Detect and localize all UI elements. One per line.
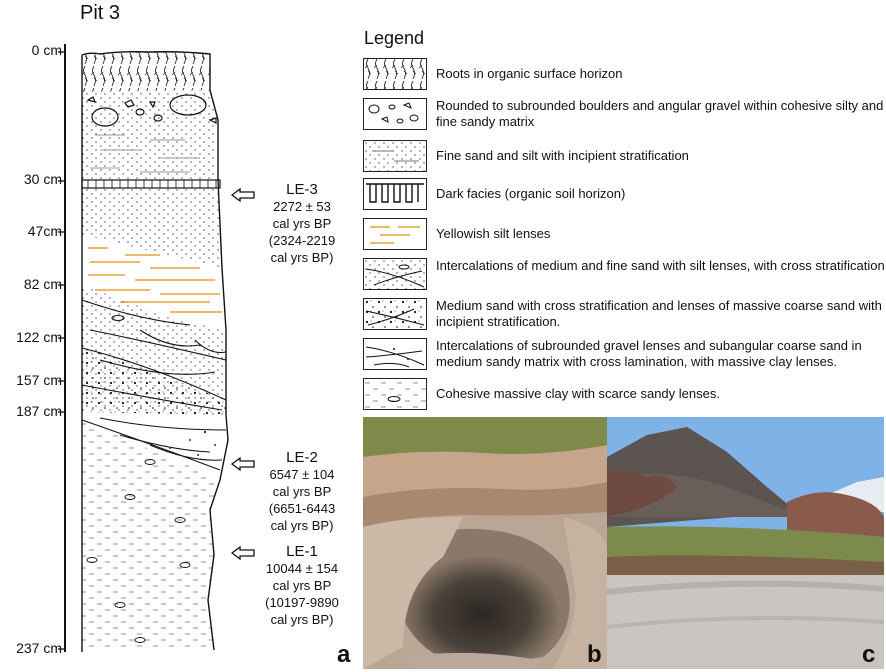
depth-label-122: 122 cm <box>16 329 62 345</box>
legend-text: Cohesive massive clay with scarce sandy … <box>436 386 720 401</box>
sample-date-range-unit: cal yrs BP) <box>270 250 334 265</box>
legend-text: Medium sand with cross stratification an… <box>436 298 882 329</box>
panel-label-a: a <box>337 641 351 668</box>
sample-date-unit: cal yrs BP <box>272 484 332 499</box>
sample-le2: LE-2 6547 ± 104 cal yrs BP (6651-6443 ca… <box>252 449 352 534</box>
legend-title: Legend <box>364 28 425 48</box>
fine-sand-icon <box>363 140 427 172</box>
depth-label-157: 157 cm <box>16 372 62 388</box>
legend-text: Dark facies (organic soil horizon) <box>436 186 626 201</box>
depth-label-237: 237 cm <box>16 640 62 656</box>
legend-text: Rounded to subrounded boulders and angul… <box>436 98 884 129</box>
sample-date-range: (2324-2219 <box>268 233 336 248</box>
photo-pit <box>363 417 607 669</box>
boulders-icon <box>363 98 427 130</box>
depth-label-30: 30 cm <box>23 171 62 187</box>
photo-landscape <box>607 417 884 669</box>
sample-date: 6547 ± 104 <box>269 467 335 482</box>
sample-date: 2272 ± 53 <box>273 199 331 214</box>
roots-icon <box>363 58 427 90</box>
legend-text: Intercalations of medium and fine sand w… <box>436 258 885 273</box>
stratigraphic-column <box>58 44 255 652</box>
sample-le1: LE-1 10044 ± 154 cal yrs BP (10197-9890 … <box>252 543 352 628</box>
legend-text: Roots in organic surface horizon <box>436 66 623 81</box>
depth-label-82: 82 cm <box>23 276 62 292</box>
intercalation-sand-icon <box>363 258 427 290</box>
depth-label-47: 47cm <box>27 223 62 239</box>
legend-text: Fine sand and silt with incipient strati… <box>436 148 689 163</box>
sample-id: LE-1 <box>286 543 318 560</box>
depth-label-0: 0 cm <box>31 42 62 58</box>
sample-date-range: (6651-6443 <box>268 501 336 516</box>
clay-icon <box>363 378 427 410</box>
sample-date-unit: cal yrs BP <box>272 216 332 231</box>
sample-date: 10044 ± 154 <box>265 561 339 576</box>
legend-text: Intercalations of subrounded gravel lens… <box>436 338 862 369</box>
depth-label-187: 187 cm <box>16 403 62 419</box>
sample-id: LE-3 <box>286 181 318 198</box>
medium-sand-icon <box>363 298 427 330</box>
panel-label-c: c <box>862 641 876 668</box>
sample-arrows <box>230 187 255 561</box>
figure-title: Pit 3 <box>80 2 121 24</box>
sample-date-range-unit: cal yrs BP) <box>270 518 334 533</box>
panel-label-b: b <box>587 641 602 668</box>
sample-id: LE-2 <box>286 449 318 466</box>
sample-date-unit: cal yrs BP <box>272 578 332 593</box>
sample-le3: LE-3 2272 ± 53 cal yrs BP (2324-2219 cal… <box>252 181 352 266</box>
gravel-lenses-icon <box>363 338 427 370</box>
sample-date-range-unit: cal yrs BP) <box>270 612 334 627</box>
sample-date-range: (10197-9890 <box>265 595 339 610</box>
dark-facies-icon <box>363 178 427 210</box>
legend-text: Yellowish silt lenses <box>436 226 551 241</box>
silt-lenses-icon <box>363 218 427 250</box>
